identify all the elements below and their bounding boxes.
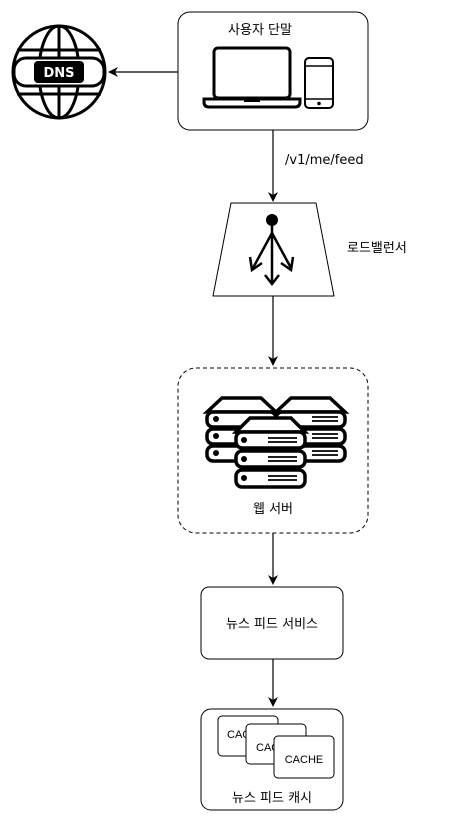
client-node: 사용자 단말: [177, 11, 369, 131]
smartphone-icon: [304, 57, 334, 109]
client-label: 사용자 단말: [228, 23, 292, 38]
edge-label-feed-api: /v1/me/feed: [285, 153, 364, 168]
cache-stack: CACHE CACHE CACHE: [217, 715, 335, 779]
cache-item: CACHE: [273, 735, 335, 779]
news-feed-cache-label: 뉴스 피드 캐시: [232, 791, 312, 806]
dns-label: DNS: [43, 66, 74, 81]
svg-text:CACHE: CACHE: [285, 754, 324, 766]
server-stack-icon: [202, 396, 350, 489]
load-balancer-node: 로드밸런서: [212, 202, 407, 297]
server-led-dots: [213, 416, 247, 481]
server-vent-lines: [268, 416, 338, 481]
news-feed-service-node: 뉴스 피드 서비스: [200, 586, 344, 660]
web-server-label: 웹 서버: [253, 502, 293, 517]
news-feed-cache-node: CACHE CACHE CACHE 뉴스 피드 캐시: [200, 708, 344, 811]
split-arrows-icon: [248, 214, 295, 287]
dns-node: DNS: [11, 24, 107, 120]
news-feed-service-label: 뉴스 피드 서비스: [226, 617, 318, 632]
web-server-node: 웹 서버: [177, 367, 369, 534]
load-balancer-label: 로드밸런서: [347, 241, 407, 256]
laptop-icon: [202, 46, 302, 109]
